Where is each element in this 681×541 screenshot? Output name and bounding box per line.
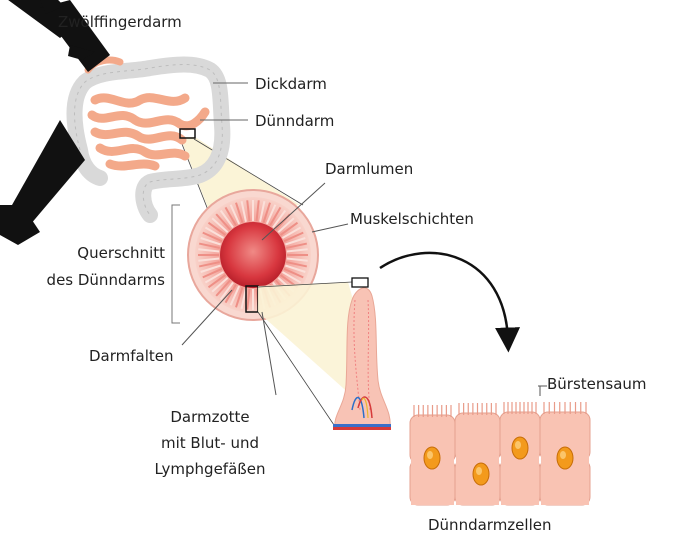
cell-nucleus (557, 447, 573, 469)
watermark-overlay (0, 0, 110, 245)
label-querschnitt-2: des Dünndarms (20, 271, 165, 289)
label-muskelschichten: Muskelschichten (350, 210, 474, 228)
label-zwoelffingerdarm: Zwölffingerdarm (58, 13, 182, 31)
label-darmfalten: Darmfalten (89, 347, 174, 365)
small-intestine (92, 98, 205, 166)
label-dickdarm: Dickdarm (255, 75, 327, 93)
label-buerstensaum: Bürstensaum (547, 375, 647, 393)
intestinal-cells (410, 402, 590, 505)
label-querschnitt-1: Querschnitt (40, 244, 165, 262)
cell-nucleus (512, 437, 528, 459)
cross-section-bracket (172, 205, 180, 323)
nucleus-highlight (427, 451, 433, 459)
label-duenndarm: Dünndarm (255, 112, 334, 130)
label-darmzotte-1: Darmzotte (140, 408, 280, 426)
label-duenndarmzellen: Dünndarmzellen (428, 516, 551, 534)
cell-selection-box (352, 278, 368, 287)
cell-nucleus (473, 463, 489, 485)
label-darmlumen: Darmlumen (325, 160, 413, 178)
label-darmzotte-2: mit Blut- und (140, 434, 280, 452)
label-darmzotte-3: Lymphgefäßen (130, 460, 290, 478)
intestinal-cell-body (501, 422, 539, 505)
nucleus-highlight (560, 451, 566, 459)
nucleus-highlight (515, 441, 521, 449)
nucleus-highlight (476, 467, 482, 475)
zoom-arrow (380, 253, 508, 340)
cell-nucleus (424, 447, 440, 469)
